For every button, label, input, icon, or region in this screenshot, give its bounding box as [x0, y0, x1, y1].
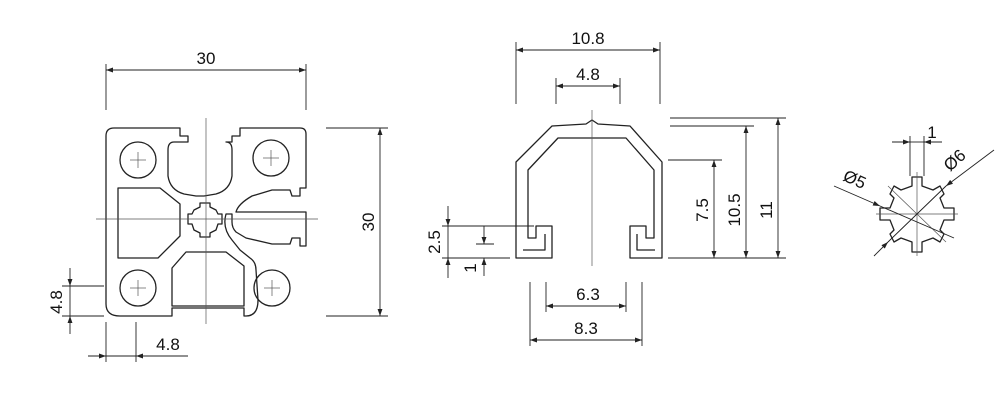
profile-view: 30 30 4.8 4.8	[47, 49, 388, 362]
cavity-left	[117, 187, 181, 259]
dim-depth-11: 11	[757, 201, 776, 219]
profile-center-bore	[187, 202, 223, 238]
dim-inner-width-6-3: 6.3	[576, 285, 600, 304]
slot-view: 10.8 4.8 2.5 1 6.3 8.3 7.5	[425, 29, 786, 346]
dim-outer-width-8-3: 8.3	[574, 319, 598, 338]
dim-height-30: 30	[359, 213, 378, 232]
cavity-bottom	[171, 251, 245, 307]
dim-depth-10-5: 10.5	[725, 193, 744, 226]
bore-outline	[879, 176, 955, 253]
hole-bottom-left	[119, 269, 157, 307]
dim-offset-y-4-8: 4.8	[47, 290, 66, 314]
bore-view: 1 Ø5 Ø6	[833, 123, 995, 257]
hole-bottom-right	[253, 269, 291, 307]
dim-inner-diameter: Ø5	[840, 166, 868, 193]
dim-width-30: 30	[197, 49, 216, 68]
dim-opening-4-8: 4.8	[576, 65, 600, 84]
hole-top-right	[252, 139, 290, 177]
dim-depth-7-5: 7.5	[693, 198, 712, 222]
dim-lip-height-2-5: 2.5	[425, 230, 444, 254]
dim-slot-width-1: 1	[927, 123, 936, 142]
dim-offset-x-4-8: 4.8	[156, 335, 180, 354]
slot-outline	[515, 119, 663, 259]
profile-outline	[105, 127, 307, 317]
dim-top-width-10-8: 10.8	[571, 29, 604, 48]
dim-outer-diameter: Ø6	[940, 146, 970, 175]
dim-lip-thickness-1: 1	[461, 263, 480, 272]
hole-top-left	[119, 141, 157, 179]
